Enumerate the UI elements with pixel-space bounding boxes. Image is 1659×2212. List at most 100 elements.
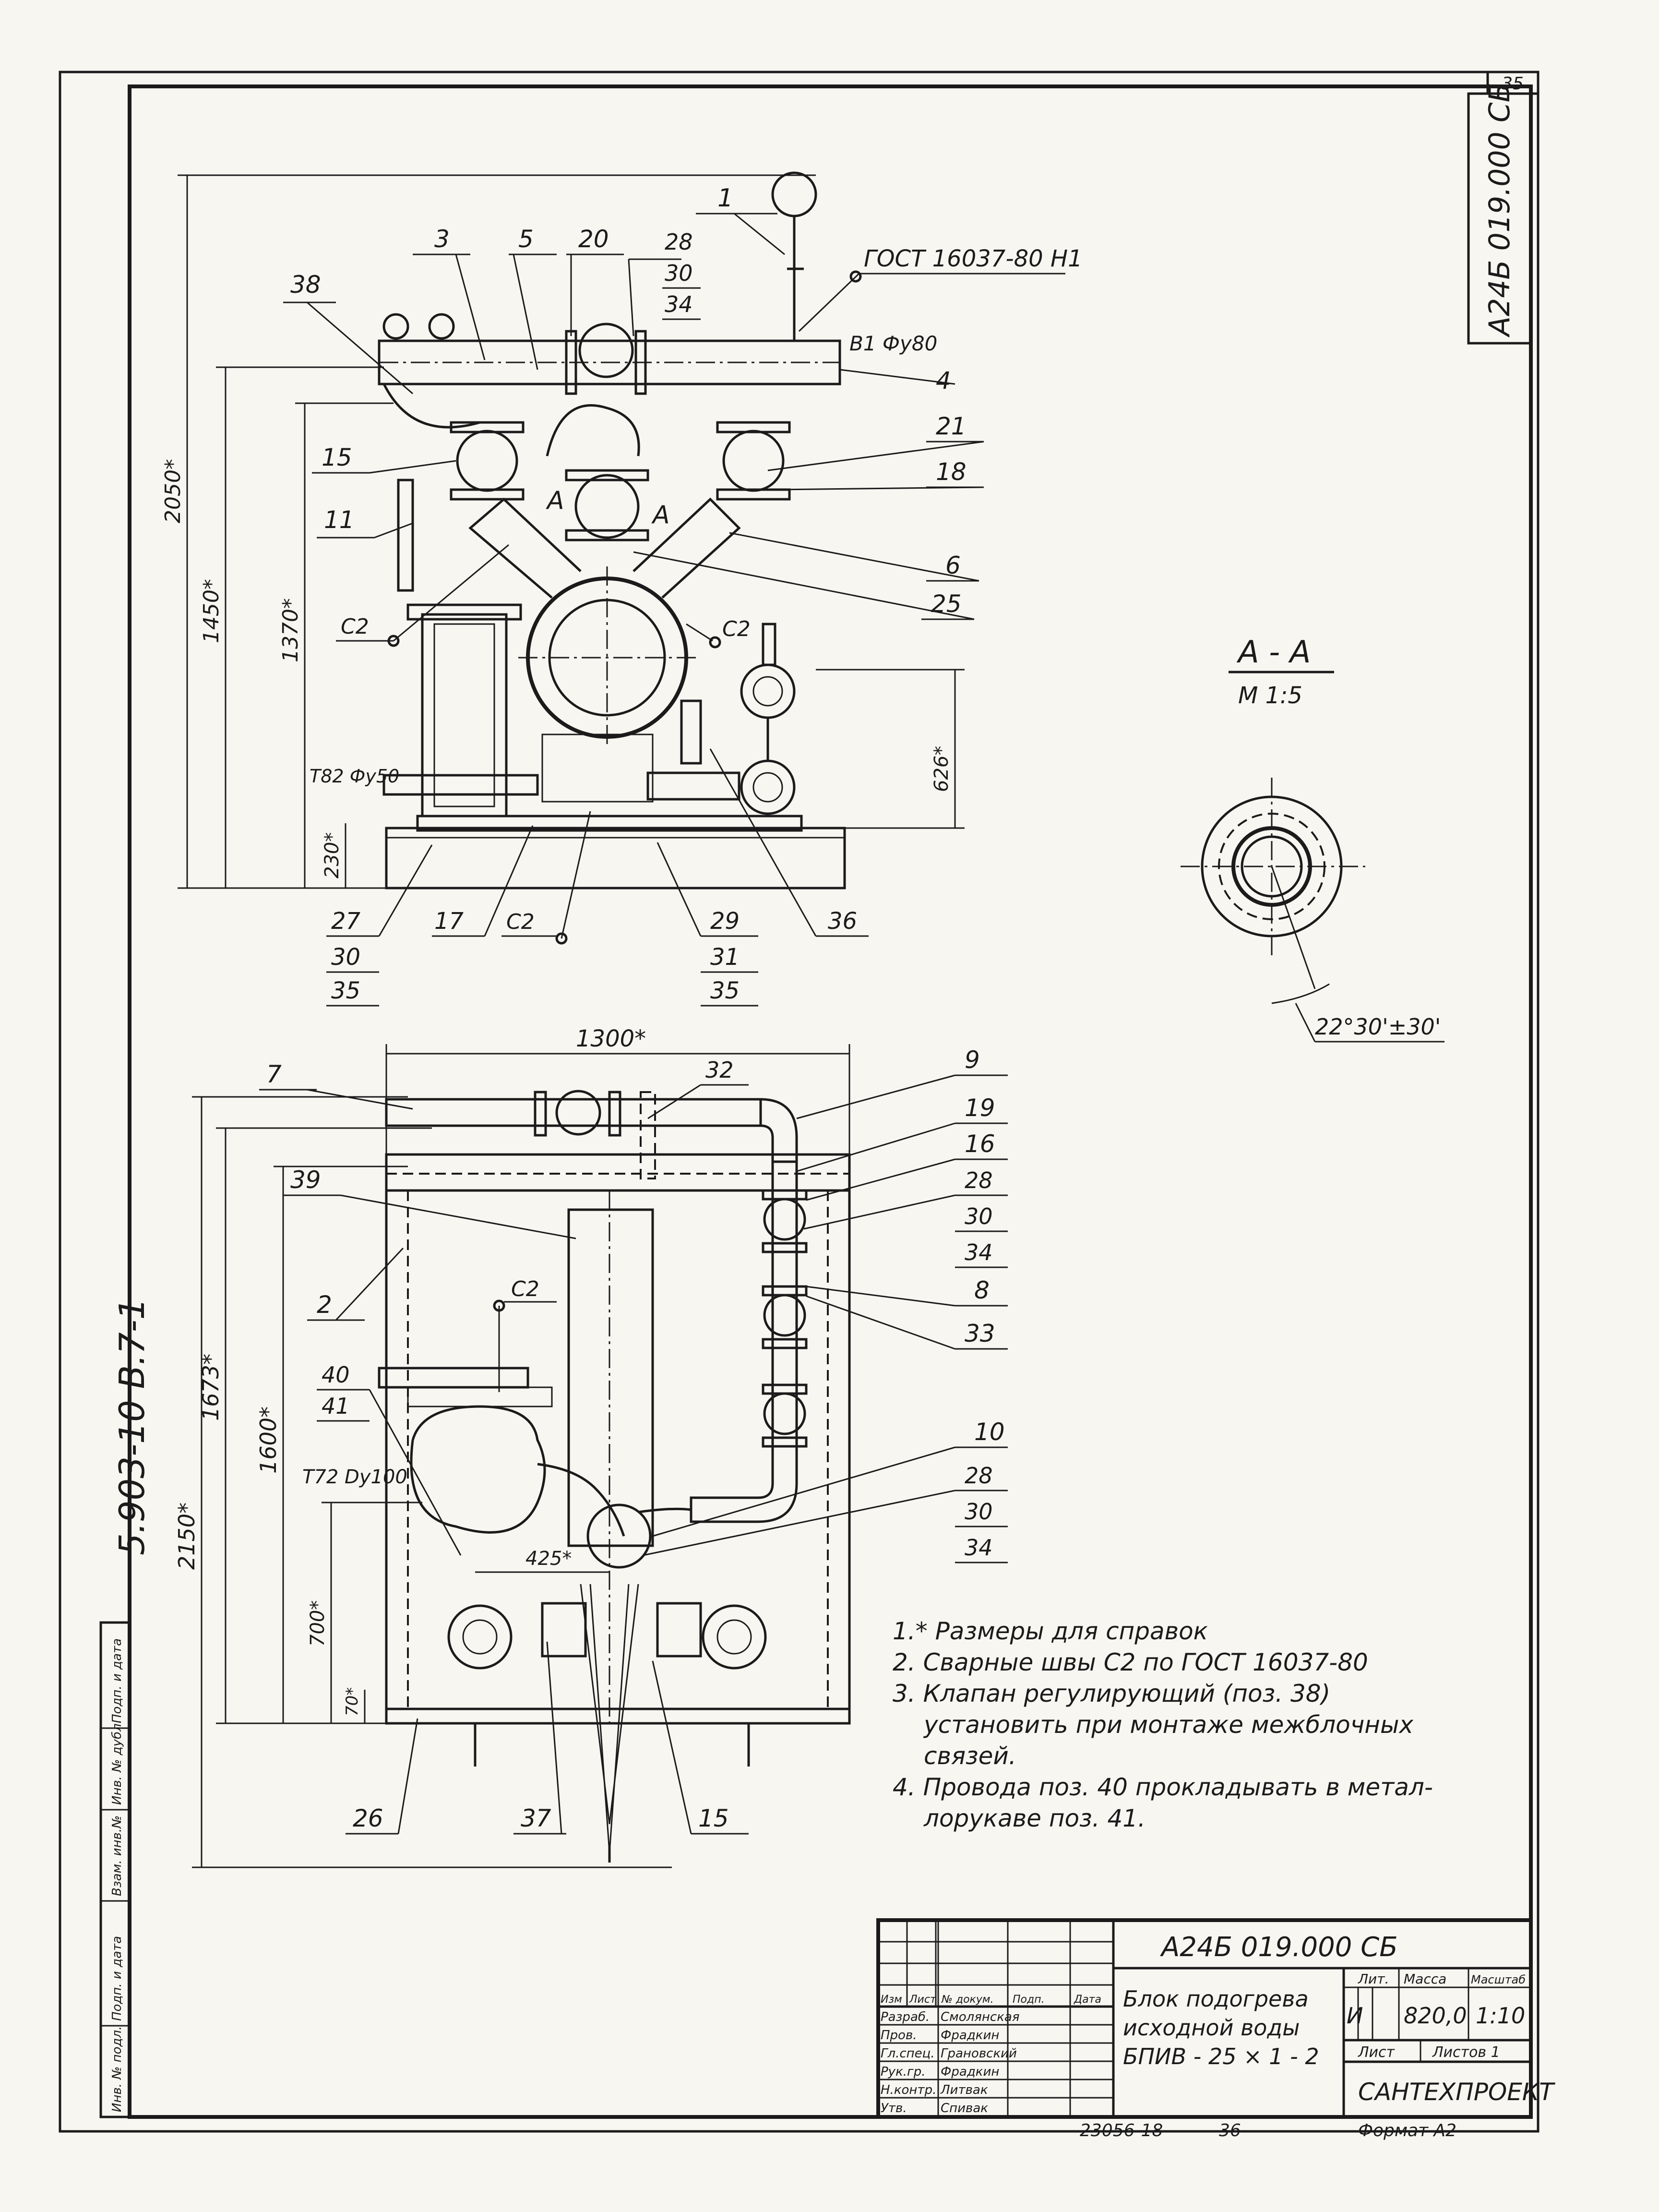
plan-pos-2: 2 [317,1291,332,1319]
title-line-3: БПИВ - 25 × 1 - 2 [1123,2044,1319,2069]
name-1: Фрадкин [941,2028,999,2043]
front-pos-27: 27 [331,908,361,935]
note-line-5: связей. [924,1742,1016,1770]
stamp-cell-4: Подп. и дата [110,1638,124,1723]
role-2: Гл.спец. [881,2046,935,2061]
note-line-3: 3. Клапан регулирующий (поз. 38) [893,1680,1330,1707]
plan-pos-16: 16 [965,1130,995,1158]
plan-dim-2150: 2150* [174,1503,200,1570]
dim-230: 230* [321,832,343,878]
front-outlet-label: Т82 Фу50 [310,766,399,787]
title-block: А24Б 019.000 СБ Изм Лист № докум. Подп. … [876,1918,1555,2140]
side-stamp: Подп. и дата Инв. № дубл. Взам. инв.№ По… [99,1621,131,2118]
role-3: Рук.гр. [881,2065,925,2079]
plan-pos-8: 8 [974,1276,990,1304]
dim-2050: 2050* [161,459,185,523]
plan-pos-32: 32 [705,1057,734,1083]
front-pos-17: 17 [434,908,464,935]
hdr-sign: Подп. [1013,1994,1045,2006]
role-4: Н.контр. [881,2083,936,2097]
title-line-2: исходной воды [1123,2015,1300,2041]
name-0: Смолянская [941,2010,1020,2024]
front-pos-35: 35 [331,977,360,1004]
front-weld-right: С2 [722,617,751,641]
front-pos-38: 38 [290,271,321,299]
tb-scale-value: 1:10 [1476,2003,1525,2029]
sheet-number: 35 [1502,74,1524,94]
hdr-date: Дата [1074,1994,1101,2006]
front-gost-note: ГОСТ 16037-80 Н1 [864,245,1083,272]
plan-pos-9: 9 [965,1046,980,1074]
name-2: Грановский [941,2046,1017,2061]
front-pos-29: 29 [710,908,740,935]
note-line-2: 2. Сварные швы С2 по ГОСТ 16037-80 [893,1648,1368,1676]
front-pos-21: 21 [936,412,967,440]
tb-mass-value: 820,0 [1404,2003,1467,2029]
hdr-doc: № докум. [941,1994,993,2006]
title-code: А24Б 019.000 СБ [1160,1932,1398,1963]
role-5: Утв. [881,2101,907,2116]
front-pos-25: 25 [931,590,962,618]
plan-outlet-label: Т72 Dy100 [302,1466,407,1488]
stamp-cell-0: Инв. № подл. [110,2026,124,2112]
name-4: Литвак [940,2083,988,2097]
tb-lit-label: Лит. [1358,1971,1389,1987]
role-0: Разраб. [881,2010,930,2024]
outer-frame [59,71,1540,2133]
tb-archive-number: 23056-18 [1080,2121,1163,2140]
front-pos-5: 5 [518,225,534,253]
plan-pos-41: 41 [322,1393,350,1419]
section-mark-right: А [651,501,670,529]
dim-626: 626* [931,746,953,792]
plan-pos-33: 33 [965,1320,995,1347]
stamp-cell-1: Подп. и дата [110,1936,124,2021]
front-pos-36: 36 [828,908,857,935]
plan-view: 1300* 2150* 1673* 1600* 700* 70* [174,1025,1008,1868]
tb-sheet-label: Лист [1358,2044,1396,2061]
front-pos-34: 34 [665,291,693,317]
note-line-7: лорукаве поз. 41. [923,1804,1146,1832]
plan-pos-37: 37 [521,1804,551,1832]
front-pos-15: 15 [322,444,352,471]
section-angle: 22°30'±30' [1315,1014,1441,1040]
plan-pos-10: 10 [974,1418,1005,1446]
plan-pos-7: 7 [266,1060,282,1088]
plan-dim-700: 700* [307,1600,329,1647]
front-pos-30b: 30 [331,944,360,971]
front-pos-31: 31 [710,944,740,971]
section-mark-left: А [546,486,564,515]
name-3: Фрадкин [941,2065,999,2079]
plan-weld: С2 [511,1277,539,1301]
plan-dim-425: 425* [525,1548,572,1570]
plan-dim-1673: 1673* [198,1354,224,1421]
plan-pos-28: 28 [965,1167,993,1193]
note-line-4: установить при монтаже межблочных [923,1711,1413,1739]
front-pos-35b: 35 [710,977,740,1004]
plan-pos-30b: 30 [965,1499,993,1525]
section-view: А - А М 1:5 22°30'±30' [1181,635,1444,1043]
section-title: А - А [1236,635,1311,670]
plan-pos-30: 30 [965,1203,993,1229]
plan-pos-19: 19 [965,1094,995,1122]
notes-block: 1.* Размеры для справок 2. Сварные швы С… [893,1617,1433,1832]
tb-organization: САНТЕХПРОЕКТ [1358,2078,1555,2106]
drawing-code-vertical: А24Б 019.000 СБ [1483,83,1516,338]
tb-sheets-label: Листов 1 [1432,2044,1500,2061]
role-1: Пров. [881,2028,917,2043]
dim-1450: 1450* [199,579,224,643]
front-weld-left: С2 [341,614,369,639]
tb-scale-label: Масштаб [1471,1973,1526,1986]
tb-lit-value: И [1347,2003,1363,2029]
note-line-6: 4. Провода поз. 40 прокладывать в метал- [893,1773,1433,1801]
front-view: 2050* 1450* 1370* 230* 626* [161,171,1083,1007]
plan-pos-34b: 34 [965,1535,993,1561]
front-pos-4: 4 [936,367,951,395]
drawing-code-box [1467,92,1532,345]
plan-pos-34: 34 [965,1239,993,1265]
front-pos-30: 30 [665,260,693,286]
front-weld-bottom: С2 [506,910,535,934]
hdr-izm: Изм [881,1994,902,2006]
front-inlet-label: В1 Фу80 [849,332,937,355]
plan-dim-70: 70* [343,1687,362,1716]
front-pos-11: 11 [324,506,355,534]
